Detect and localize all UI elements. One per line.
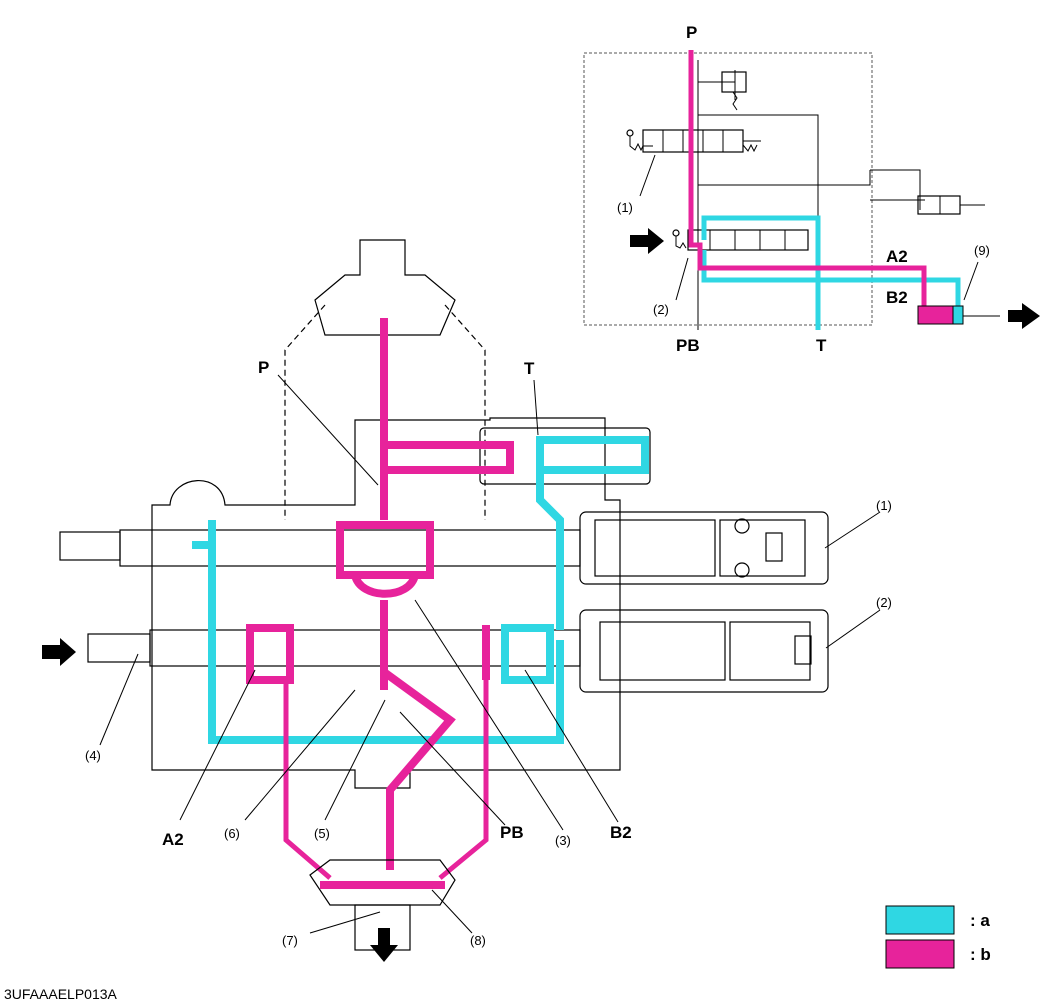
part-8-label: (8): [470, 933, 486, 948]
flow-path-b-supply: [688, 50, 927, 312]
port-pb-label: PB: [500, 823, 524, 842]
cyan-relief-chamber: [536, 436, 649, 474]
mag-pb-pilot-line: [381, 668, 456, 870]
port-t-label-schematic: T: [816, 336, 827, 355]
part-2-label-schematic: (2): [653, 302, 669, 317]
port-pb-label-schematic: PB: [676, 336, 700, 355]
part-7-label: (7): [282, 933, 298, 948]
valve-cross-section: P T A2 PB B2 (1) (2) (3) (4) (5) (6) (7)…: [42, 239, 892, 962]
leader-9: [963, 261, 979, 301]
leader-1-schematic: [639, 154, 656, 197]
part-3-label: (3): [555, 833, 571, 848]
part-9-label: (9): [974, 243, 990, 258]
legend-swatch-a: [885, 905, 955, 935]
flow-path-b: [246, 318, 514, 880]
part-4-label: (4): [85, 748, 101, 763]
spool-1-symbol: [626, 129, 761, 153]
schematic-cylinder-lines: [697, 152, 925, 210]
cylinder-symbol: [917, 195, 961, 215]
legend: : a : b: [885, 905, 991, 969]
mag-outlet-lines: [283, 680, 489, 880]
port-b2-label: B2: [610, 823, 632, 842]
port-t-label: T: [524, 359, 535, 378]
part-1-label: (1): [876, 498, 892, 513]
down-arrow-icon: [370, 928, 398, 962]
schematic-relief-line: [698, 70, 819, 330]
cylinder-9-a-side: [952, 305, 964, 325]
relief-spring-symbol: [732, 91, 738, 111]
flow-path-a: [192, 436, 649, 744]
cyan-b2-chamber: [501, 624, 554, 684]
spool-2-symbol: [672, 229, 809, 251]
bottom-fitting: [309, 859, 456, 906]
flow-path-a-tank: [701, 215, 821, 330]
cyan-left-passage: [192, 520, 216, 630]
port-p-label-schematic: P: [686, 23, 697, 42]
cyan-tank-passage: [536, 470, 564, 630]
top-fitting: [314, 239, 456, 336]
top-fitting-dashed-connection: [284, 304, 486, 520]
port-a2-label-schematic: A2: [886, 247, 908, 266]
mag-relief-feed: [380, 441, 514, 474]
spool-input-arrow-icon: [42, 638, 76, 666]
flow-path-a-b2: [701, 250, 961, 312]
legend-label-b: : b: [970, 945, 991, 964]
spool-2: [87, 609, 829, 693]
relief-valve-symbol: [721, 71, 747, 93]
valve-body-outline: [151, 417, 621, 789]
hydraulic-schematic-inset: P A2 B2 PB T (1) (2) (9): [583, 23, 1040, 355]
legend-label-a: : a: [970, 911, 990, 930]
schematic-boundary: [583, 52, 873, 326]
port-p-label: P: [258, 358, 269, 377]
spool-1: [59, 511, 829, 585]
cylinder-9-b-side: [917, 305, 957, 325]
legend-swatch-b: [885, 939, 955, 969]
right-arrow-icon: [1008, 303, 1040, 329]
input-arrow-icon: [630, 228, 664, 254]
leader-lines: [99, 374, 881, 934]
port-a2-label: A2: [162, 830, 184, 849]
figure-code: 3UFAAAELP013A: [4, 986, 118, 1002]
part-2-label: (2): [876, 595, 892, 610]
part-1-label-schematic: (1): [617, 200, 633, 215]
part-6-label: (6): [224, 826, 240, 841]
mag-upper-chamber: [336, 521, 434, 579]
part-5-label: (5): [314, 826, 330, 841]
relief-valve-housing: [479, 427, 651, 485]
port-b2-label-schematic: B2: [886, 288, 908, 307]
leader-2-schematic: [675, 257, 689, 301]
mag-a2-chamber: [246, 624, 294, 684]
mag-u-passage: [351, 573, 419, 598]
